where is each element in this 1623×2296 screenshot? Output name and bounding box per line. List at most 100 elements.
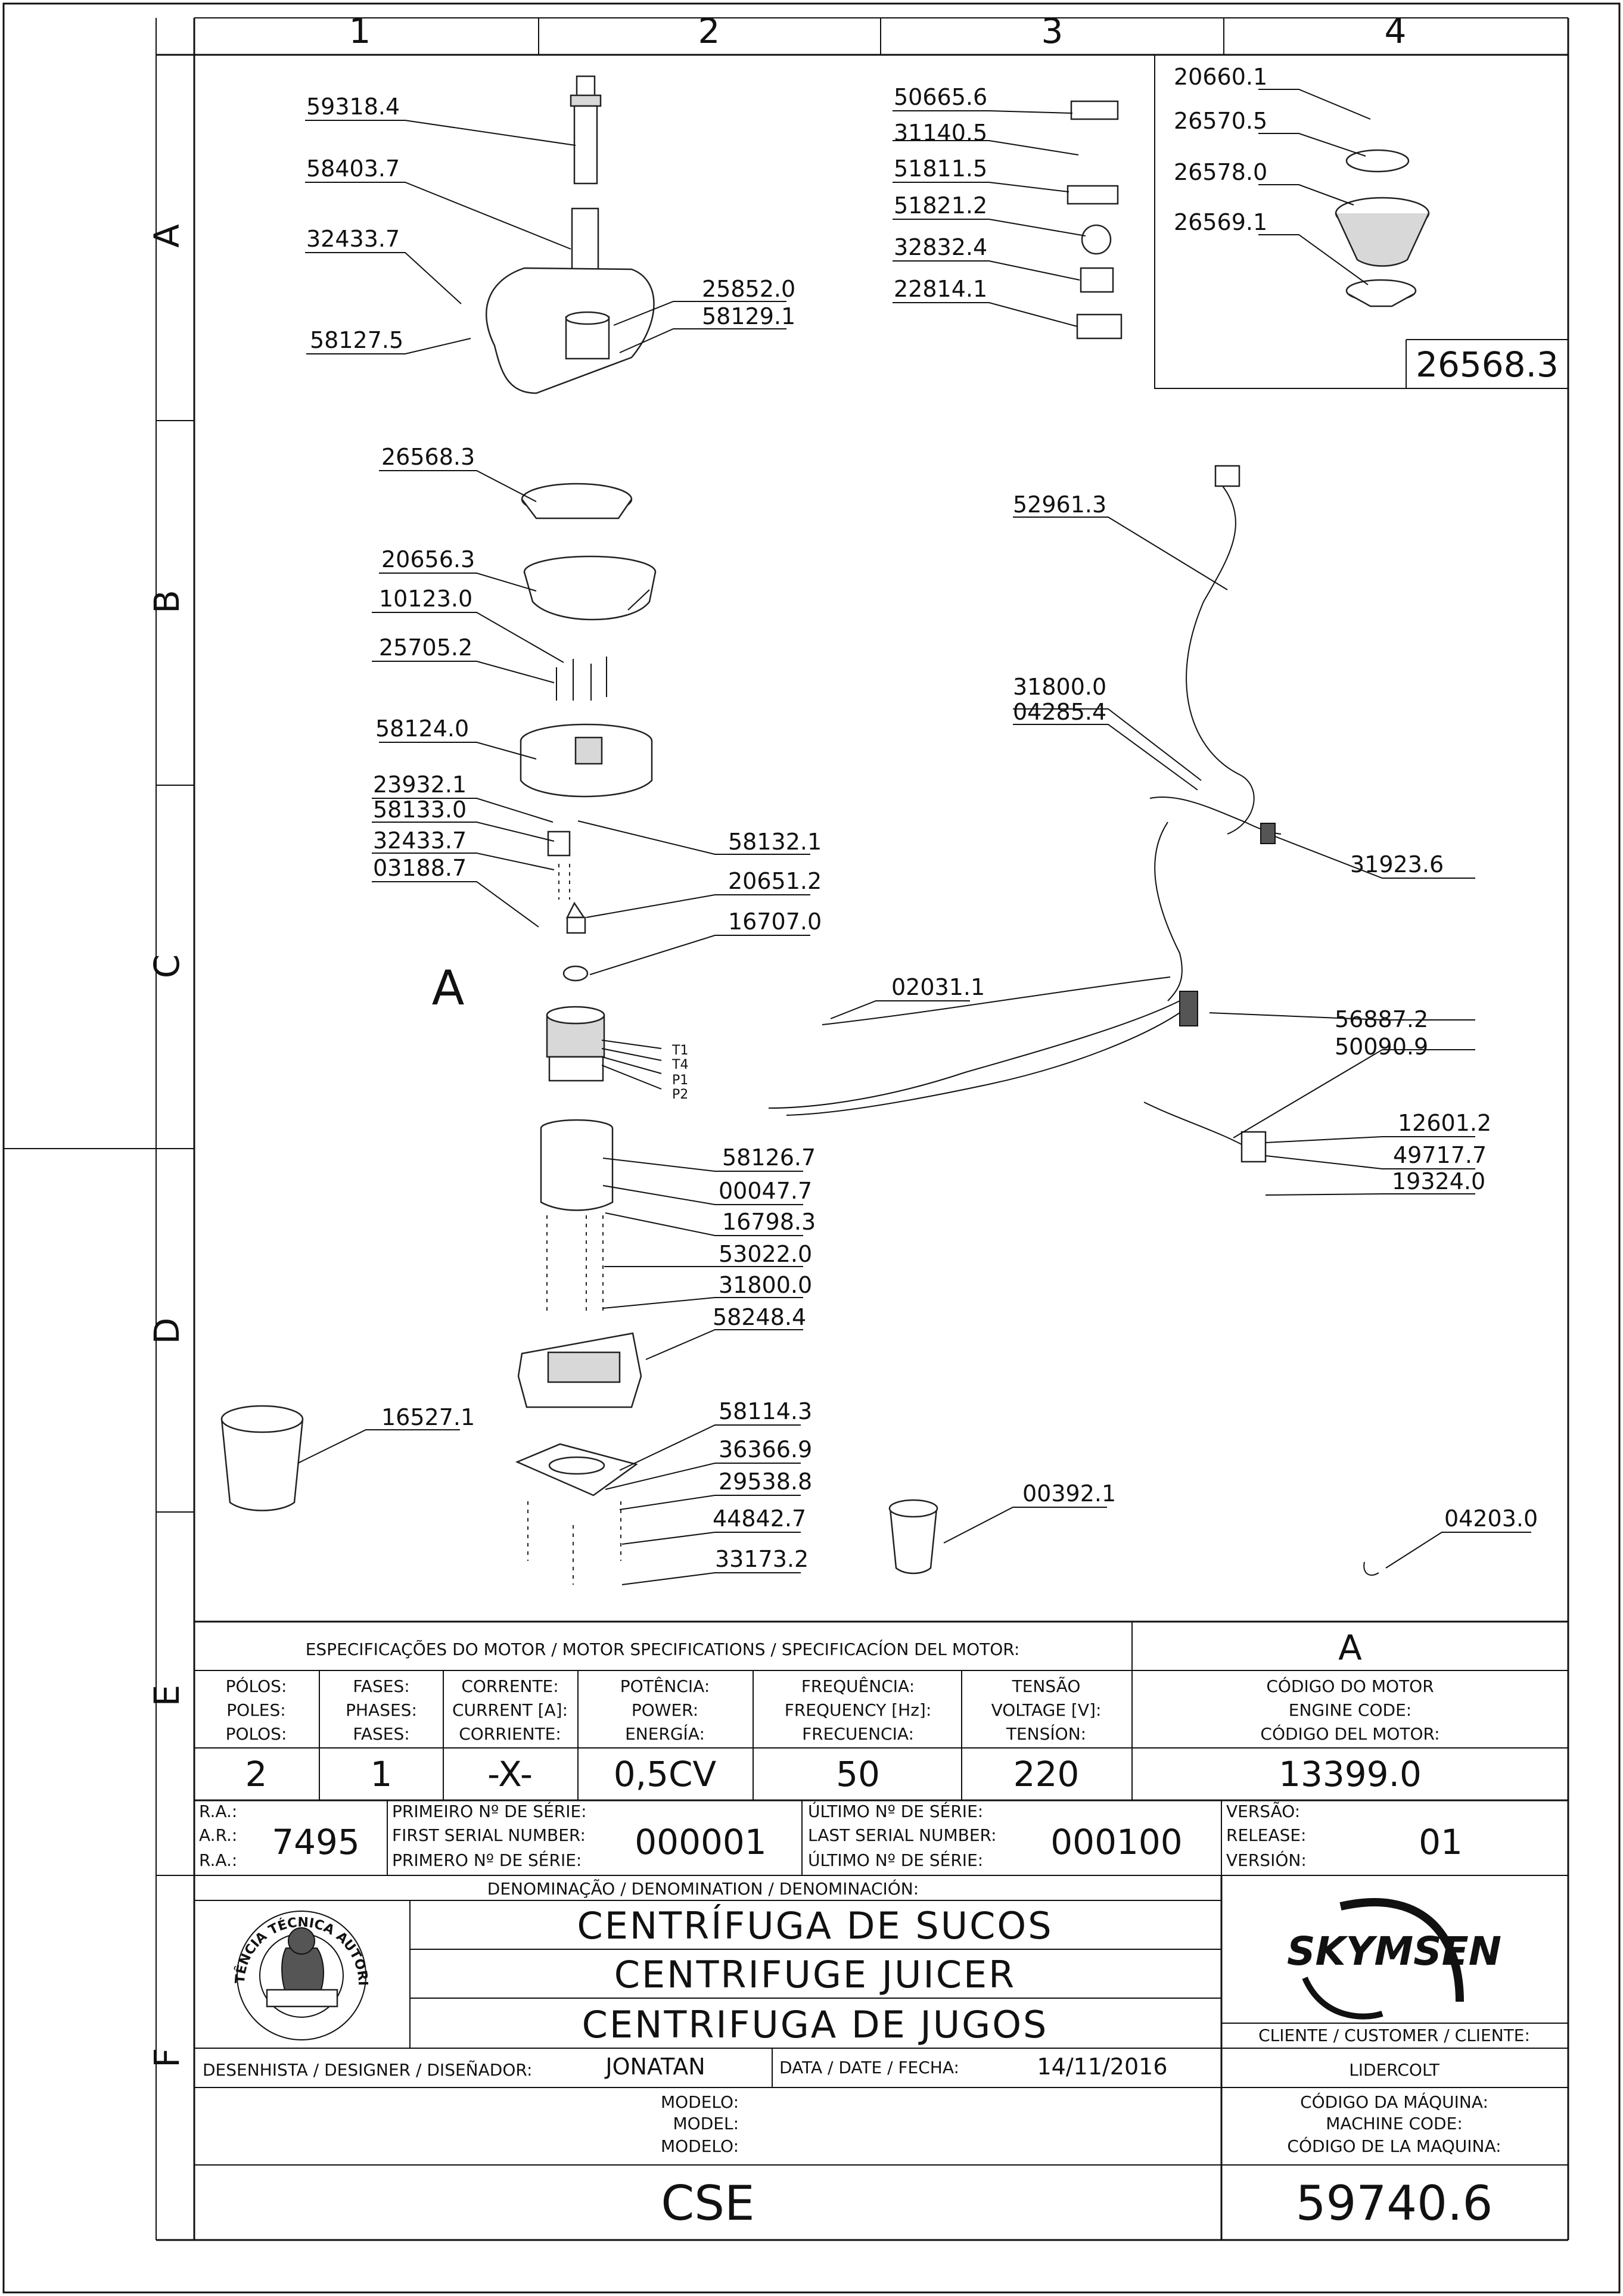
model-label-es: MODELO: bbox=[661, 2136, 739, 2156]
callout-00392-1: 00392.1 bbox=[1022, 1480, 1116, 1507]
row-label-a: A bbox=[147, 224, 187, 248]
ra-block: R.A.: A.R.: R.A.: 7495 bbox=[199, 1802, 360, 1870]
brand-logo: SKYMSEN bbox=[1287, 1898, 1501, 2020]
callout-22814-1: 22814.1 bbox=[894, 276, 987, 302]
svg-text:CORRIENTE:: CORRIENTE: bbox=[459, 1724, 561, 1744]
wire-p2: P2 bbox=[672, 1087, 688, 1102]
svg-text:TENSÃO: TENSÃO bbox=[1012, 1676, 1081, 1696]
svg-text:VERSIÓN:: VERSIÓN: bbox=[1226, 1850, 1307, 1870]
callout-51821-2: 51821.2 bbox=[894, 192, 987, 219]
callout-58124-0: 58124.0 bbox=[375, 715, 469, 742]
title-block-lines bbox=[194, 1875, 1568, 2240]
svg-text:FIRST SERIAL NUMBER:: FIRST SERIAL NUMBER: bbox=[392, 1825, 586, 1845]
svg-text:FRECUENCIA:: FRECUENCIA: bbox=[802, 1724, 914, 1744]
col-label-2: 2 bbox=[698, 11, 720, 51]
svg-text:000001: 000001 bbox=[635, 1822, 766, 1862]
callout-16707-0: 16707.0 bbox=[728, 909, 822, 935]
svg-text:R.A.:: R.A.: bbox=[199, 1850, 237, 1870]
svg-text:POLES:: POLES: bbox=[226, 1700, 285, 1720]
date-label: DATA / DATE / FECHA: bbox=[779, 2058, 959, 2077]
svg-text:PÓLOS:: PÓLOS: bbox=[226, 1676, 287, 1696]
row-label-f: F bbox=[147, 2048, 187, 2067]
wire-p1: P1 bbox=[672, 1073, 688, 1088]
detail-box bbox=[1154, 55, 1568, 389]
customer-label: CLIENTE / CUSTOMER / CLIENTE: bbox=[1258, 2026, 1530, 2045]
row-label-e: E bbox=[147, 1685, 187, 1707]
callout-29538-8: 29538.8 bbox=[719, 1469, 812, 1495]
callout-31923-6: 31923.6 bbox=[1350, 851, 1444, 878]
model-label-en: MODEL: bbox=[673, 2114, 739, 2133]
callout-26578-0: 26578.0 bbox=[1174, 159, 1267, 185]
wire-t1: T1 bbox=[671, 1043, 688, 1058]
svg-text:220: 220 bbox=[1013, 1754, 1080, 1794]
callout-31140-5: 31140.5 bbox=[894, 120, 987, 146]
callout-50665-6: 50665.6 bbox=[894, 84, 987, 110]
svg-text:POTÊNCIA:: POTÊNCIA: bbox=[620, 1676, 710, 1696]
machine-code-label-es: CÓDIGO DE LA MAQUINA: bbox=[1287, 2136, 1501, 2156]
col-label-4: 4 bbox=[1385, 11, 1407, 51]
svg-text:50: 50 bbox=[836, 1754, 880, 1794]
machine-code-label-en: MACHINE CODE: bbox=[1326, 2114, 1463, 2133]
svg-text:RELEASE:: RELEASE: bbox=[1226, 1825, 1307, 1845]
callout-16798-3: 16798.3 bbox=[722, 1209, 816, 1235]
callout-10123-0: 10123.0 bbox=[379, 586, 472, 612]
callout-58248-4: 58248.4 bbox=[713, 1304, 806, 1330]
brand-name: SKYMSEN bbox=[1287, 1928, 1501, 1974]
callout-25852-0: 25852.0 bbox=[702, 276, 795, 302]
callout-32433-7-b: 32433.7 bbox=[373, 827, 467, 854]
svg-text:1: 1 bbox=[371, 1754, 393, 1794]
callout-20651-2: 20651.2 bbox=[728, 868, 822, 894]
svg-text:VOLTAGE [V]:: VOLTAGE [V]: bbox=[991, 1700, 1102, 1720]
callout-52961-3: 52961.3 bbox=[1013, 491, 1106, 518]
svg-text:CÓDIGO DEL MOTOR:: CÓDIGO DEL MOTOR: bbox=[1260, 1723, 1439, 1744]
denomination-label: DENOMINAÇÃO / DENOMINATION / DENOMINACIÓ… bbox=[487, 1878, 919, 1899]
model-value: CSE bbox=[661, 2176, 754, 2231]
spec-col-phases: FASES: PHASES: FASES: 1 bbox=[346, 1676, 417, 1794]
machine-code-label-pt: CÓDIGO DA MÁQUINA: bbox=[1300, 2092, 1488, 2112]
callout-58133-0: 58133.0 bbox=[373, 797, 467, 823]
callout-20656-3: 20656.3 bbox=[381, 546, 475, 573]
callout-58127-5: 58127.5 bbox=[310, 327, 403, 353]
svg-text:FREQUENCY [Hz]:: FREQUENCY [Hz]: bbox=[785, 1700, 932, 1720]
designer-name: JONATAN bbox=[604, 2054, 705, 2080]
date-value: 14/11/2016 bbox=[1037, 2054, 1167, 2080]
callout-58126-7: 58126.7 bbox=[722, 1144, 816, 1171]
svg-text:CORRENTE:: CORRENTE: bbox=[461, 1676, 558, 1696]
svg-text:FASES:: FASES: bbox=[353, 1724, 409, 1744]
drawing-shapes bbox=[220, 75, 1430, 1585]
svg-text:LAST SERIAL NUMBER:: LAST SERIAL NUMBER: bbox=[808, 1825, 997, 1845]
svg-text:7495: 7495 bbox=[272, 1822, 360, 1862]
callout-20660-1: 20660.1 bbox=[1174, 64, 1267, 90]
detail-assembly-code: 26568.3 bbox=[1416, 344, 1559, 385]
callout-33173-2: 33173.2 bbox=[715, 1546, 809, 1572]
svg-text:A.R.:: A.R.: bbox=[199, 1825, 237, 1845]
callout-26569-1: 26569.1 bbox=[1174, 209, 1267, 235]
callout-36366-9: 36366.9 bbox=[719, 1436, 812, 1463]
product-name-en: CENTRIFUGE JUICER bbox=[614, 1953, 1016, 1996]
callout-56887-2: 56887.2 bbox=[1335, 1006, 1428, 1032]
callout-49717-7: 49717.7 bbox=[1393, 1142, 1487, 1168]
callout-58403-7: 58403.7 bbox=[306, 155, 400, 182]
svg-text:CÓDIGO DO MOTOR: CÓDIGO DO MOTOR bbox=[1266, 1676, 1434, 1696]
callout-26568-3: 26568.3 bbox=[381, 444, 475, 470]
spec-col-current: CORRENTE: CURRENT [A]: CORRIENTE: -X- bbox=[452, 1676, 568, 1794]
svg-text:R.A.:: R.A.: bbox=[199, 1802, 237, 1821]
leader-lines bbox=[297, 89, 1531, 1585]
spec-col-engine-code: CÓDIGO DO MOTOR ENGINE CODE: CÓDIGO DEL … bbox=[1260, 1676, 1439, 1794]
row-label-c: C bbox=[147, 954, 187, 979]
motor-callout-letter: A bbox=[432, 960, 465, 1016]
callout-25705-2: 25705.2 bbox=[379, 634, 472, 661]
svg-text:CURRENT [A]:: CURRENT [A]: bbox=[452, 1700, 568, 1720]
svg-text:13399.0: 13399.0 bbox=[1279, 1754, 1422, 1794]
spec-col-frequency: FREQUÊNCIA: FREQUENCY [Hz]: FRECUENCIA: … bbox=[785, 1676, 932, 1794]
svg-text:VERSÃO:: VERSÃO: bbox=[1226, 1802, 1300, 1821]
svg-text:PHASES:: PHASES: bbox=[346, 1700, 417, 1720]
svg-text:ENERGÍA:: ENERGÍA: bbox=[625, 1723, 705, 1744]
callout-59318-4: 59318.4 bbox=[306, 94, 400, 120]
svg-text:2: 2 bbox=[245, 1754, 268, 1794]
customer-name: LIDERCOLT bbox=[1349, 2060, 1440, 2080]
motor-spec-title: ESPECIFICAÇÕES DO MOTOR / MOTOR SPECIFIC… bbox=[306, 1639, 1020, 1659]
last-serial-block: ÚLTIMO Nº DE SÉRIE: LAST SERIAL NUMBER: … bbox=[808, 1801, 1183, 1870]
svg-text:FREQUÊNCIA:: FREQUÊNCIA: bbox=[801, 1676, 915, 1696]
